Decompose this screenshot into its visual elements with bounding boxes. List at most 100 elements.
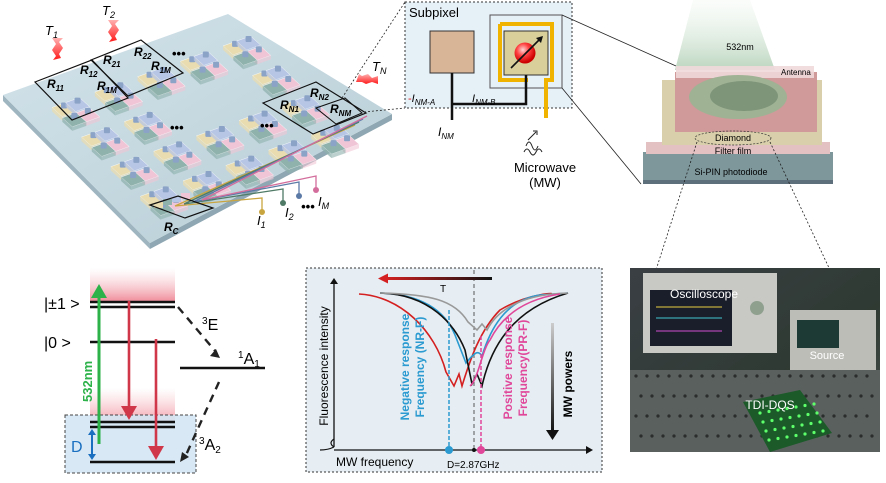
ground-state-box: [64, 414, 197, 474]
table-hole: [639, 434, 643, 438]
table-hole: [766, 374, 770, 378]
label-zfs: D: [71, 439, 83, 456]
sensor-module: [190, 66, 215, 85]
table-hole: [733, 414, 737, 418]
isc-arrow-2-head: [180, 452, 189, 462]
led: [803, 403, 807, 408]
led: [809, 421, 813, 426]
label-oscilloscope: Oscilloscope: [670, 287, 738, 301]
power-arrow-head: [546, 430, 559, 440]
led: [812, 430, 816, 435]
label-i2: I2: [285, 205, 294, 222]
table-hole: [645, 414, 649, 418]
sensor-array-panel: R11 R12 R1M R21 R22 R1M RN1 RN2 RNM RC •…: [3, 1, 406, 249]
label-t1: T1: [45, 23, 58, 40]
isc-arrow-1: [177, 306, 217, 353]
led: [776, 436, 780, 441]
table-hole: [722, 414, 726, 418]
pixel-group-2-outline: [89, 39, 185, 97]
isc-arrows: [177, 306, 221, 456]
photodiode-base: [643, 180, 833, 184]
led: [812, 402, 816, 406]
label-i-nm-b: INM-B: [472, 93, 496, 107]
label-r1m: R1M: [97, 79, 117, 95]
table-hole: [854, 374, 858, 378]
table-hole: [672, 394, 676, 398]
led: [785, 406, 789, 411]
table-hole: [705, 394, 709, 398]
label-r21: R21: [103, 53, 121, 69]
zoom-line-bottom: [363, 107, 406, 113]
label-microwave: Microwave: [514, 160, 576, 175]
laser-beam: [675, 0, 775, 70]
subpixel-panel: Subpixel -INM-A INM-B INM Microwave (MW): [404, 1, 677, 190]
table-hole: [799, 374, 803, 378]
subpixel-highlight-outline: [314, 97, 363, 125]
table-hole: [837, 394, 841, 398]
tdi-dqs-board: [743, 390, 832, 452]
led: [797, 414, 801, 418]
zoom-line-photo-right: [769, 141, 831, 271]
label-rc: RC: [164, 220, 179, 236]
spectrum-box: [305, 267, 603, 473]
table-hole: [711, 374, 715, 378]
pixel-group-n-outline: [261, 81, 368, 135]
board: [3, 14, 392, 243]
table-hole: [634, 414, 638, 418]
curve-nrf: [379, 292, 569, 365]
heat-input-arrows: T1 T2 TN: [45, 3, 387, 84]
label-tn: TN: [372, 59, 387, 76]
label-im: IM: [318, 194, 330, 211]
ellipsis-1: •••: [172, 46, 186, 61]
table-hole: [661, 434, 665, 438]
spin-arrow: [510, 37, 542, 69]
label-3a2: 3A2: [199, 436, 221, 456]
sensor-module: [120, 171, 146, 191]
label-temperature: T: [440, 284, 446, 295]
zfs-marker: [472, 448, 476, 452]
reference-module: [163, 199, 172, 205]
label-3e: 3E: [202, 316, 218, 334]
sensor-module: [206, 141, 232, 160]
heat-arrow-n-icon: [356, 74, 378, 84]
temperature-arrow-head: [378, 273, 388, 284]
table-hole: [810, 374, 814, 378]
board-edge-left: [3, 95, 150, 249]
emission-arrow-1-head: [121, 406, 137, 420]
label-tdi-dqs: TDI-DQS: [745, 398, 794, 412]
led: [779, 417, 783, 421]
reference-module: [172, 196, 181, 202]
sensor-module: [321, 139, 346, 159]
readout-wire: [201, 115, 368, 201]
output-pad: [259, 209, 265, 215]
pixel-modules: [51, 35, 360, 220]
table-hole: [826, 394, 830, 398]
pixel-labels: R11 R12 R1M R21 R22 R1M RN1 RN2 RNM RC: [47, 45, 351, 236]
label-i-nm-a: -INM-A: [408, 93, 435, 107]
sensor-module: [134, 166, 160, 186]
table-hole: [837, 434, 841, 438]
led: [794, 405, 798, 409]
sensor-module: [163, 156, 189, 175]
output-pad: [296, 193, 302, 199]
label-laser: 532nm: [726, 42, 754, 52]
table-hole: [727, 434, 731, 438]
label-nrf-line1: Negative response: [398, 313, 412, 420]
y-axis-label: Fluorescence intensity: [317, 306, 331, 425]
curve-low-power: [379, 292, 569, 332]
table-hole: [694, 434, 698, 438]
label-r11: R11: [47, 77, 65, 93]
table-hole: [804, 394, 808, 398]
microwave-antenna: [500, 22, 554, 118]
table-hole: [821, 374, 825, 378]
led: [788, 415, 792, 420]
table-hole: [650, 394, 654, 398]
source-screen: [797, 320, 839, 348]
sensor-module: [232, 51, 258, 70]
led: [815, 411, 819, 415]
axis-break: [319, 438, 335, 451]
table-hole: [700, 414, 704, 418]
reference-module: [181, 193, 190, 199]
table-hole: [821, 414, 825, 418]
